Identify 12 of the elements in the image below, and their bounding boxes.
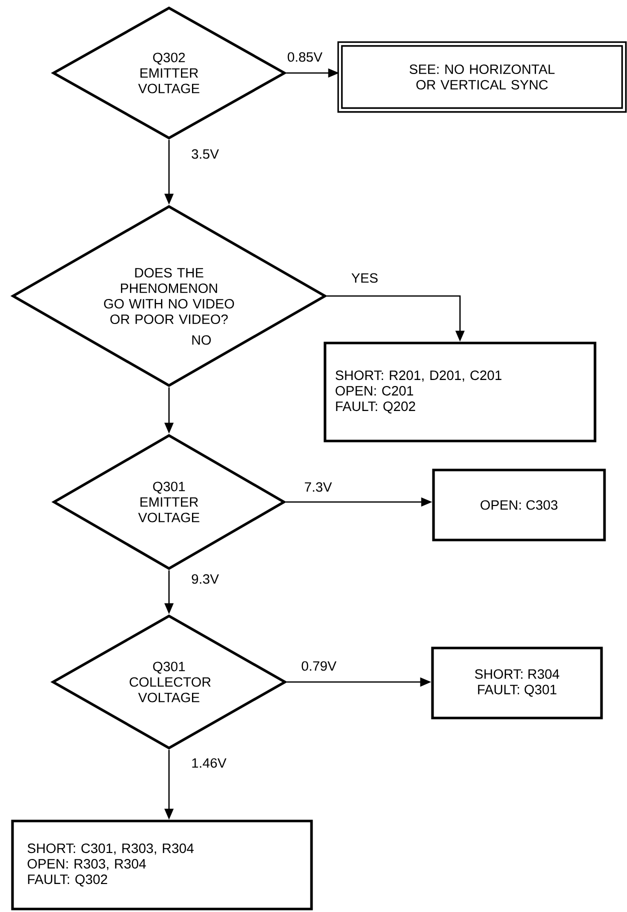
edge-label: NO — [190, 334, 212, 346]
edge-label: 3.5V — [190, 148, 220, 160]
reference-box: SHORT: R201, D201, C201 OPEN: C201 FAULT: Q202 — [324, 342, 596, 442]
reference-box: SHORT: C301, R303, R304 OPEN: R303, R304 FAULT: Q302 — [11, 820, 313, 910]
edge-label: 7.3V — [303, 481, 333, 493]
edge-label: 0.79V — [300, 660, 338, 672]
edge-label: 0.85V — [286, 51, 324, 63]
edge-label: 9.3V — [190, 573, 220, 585]
result-box: SHORT: R304 FAULT: Q301 — [431, 646, 603, 720]
edge-label: 1.46V — [190, 757, 228, 769]
edge-label: YES — [350, 272, 380, 284]
result-box: OPEN: C303 — [432, 468, 606, 542]
